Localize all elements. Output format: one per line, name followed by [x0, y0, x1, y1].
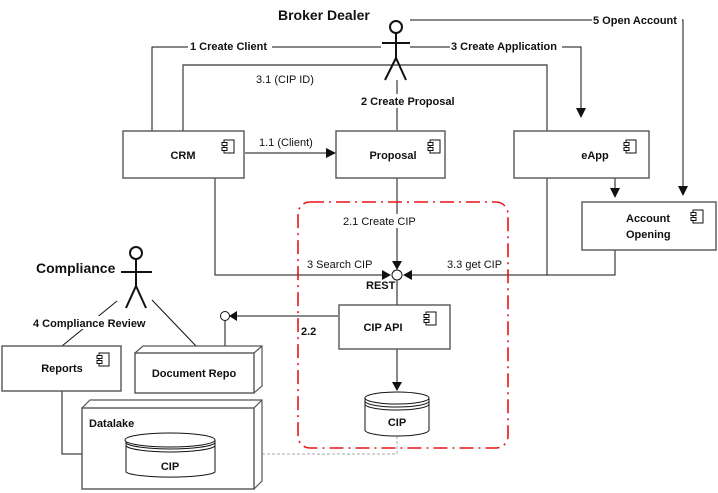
- flow-compliance-review-label: 4 Compliance Review: [33, 318, 146, 330]
- component-icon: [623, 139, 637, 154]
- component-account-opening[interactable]: Account Opening: [581, 201, 717, 251]
- actor-broker-dealer-label: Broker Dealer: [278, 7, 370, 23]
- component-icon: [427, 139, 441, 154]
- arrowhead: [678, 186, 688, 196]
- datalake-label: Datalake: [89, 418, 134, 430]
- eapp-label: eApp: [581, 150, 609, 162]
- arrowhead: [610, 188, 620, 198]
- compliance-to-docrepo-line: [151, 299, 197, 347]
- arrowhead: [576, 108, 586, 118]
- database-cip[interactable]: CIP: [364, 391, 430, 437]
- flow-create-proposal-label: 2 Create Proposal: [361, 96, 455, 108]
- account-opening-label-2: Opening: [626, 229, 671, 241]
- component-icon: [96, 352, 110, 367]
- component-proposal[interactable]: Proposal: [335, 130, 446, 179]
- flow-cip-id-label: 3.1 (CIP ID): [256, 74, 314, 86]
- component-icon: [423, 311, 437, 326]
- flow-create-cip-label: 2.1 Create CIP: [343, 216, 416, 228]
- arrowhead: [403, 270, 412, 280]
- cip-service-boundary: [297, 201, 509, 449]
- arrowhead: [392, 261, 402, 270]
- actor-broker-dealer-icon: [382, 20, 410, 81]
- flow-create-client-line: [151, 46, 381, 133]
- flow-get-cip-label: 3.3 get CIP: [447, 259, 502, 271]
- component-cip-api[interactable]: CIP API: [338, 304, 451, 350]
- arrowhead: [382, 270, 391, 280]
- proposal-label: Proposal: [369, 150, 416, 162]
- component-eapp[interactable]: eApp: [513, 130, 650, 179]
- rest-interface-icon: [391, 269, 403, 281]
- reports-label: Reports: [41, 363, 83, 375]
- flow-create-client-label: 1 Create Client: [190, 41, 267, 53]
- flow-get-cip-line-2: [412, 250, 616, 276]
- component-crm[interactable]: CRM: [122, 130, 245, 179]
- cip-db-label: CIP: [388, 417, 406, 429]
- datalake-cip-db-label: CIP: [161, 461, 179, 473]
- flow-open-account-label: 5 Open Account: [593, 15, 677, 27]
- doc-repo-interface-icon: [220, 311, 230, 321]
- flow-2-2-label: 2.2: [301, 326, 316, 338]
- rest-interface-label: REST: [366, 280, 396, 292]
- document-repo-label: Document Repo: [152, 368, 237, 380]
- db-replication-line: [227, 436, 398, 455]
- component-icon: [221, 139, 235, 154]
- arrowhead: [326, 148, 336, 158]
- flow-search-cip-line: [214, 178, 382, 276]
- crm-label: CRM: [170, 150, 195, 162]
- database-datalake-cip[interactable]: CIP: [124, 432, 216, 478]
- arrowhead: [229, 311, 237, 321]
- cip-api-label: CIP API: [363, 322, 402, 334]
- component-icon: [690, 209, 704, 224]
- node-document-repo[interactable]: Document Repo: [133, 345, 263, 394]
- flow-open-account-line: [410, 19, 684, 186]
- actor-compliance-label: Compliance: [36, 260, 116, 276]
- flow-search-cip-label: 3 Search CIP: [307, 259, 372, 271]
- flow-cip-id-line: [182, 64, 548, 133]
- flow-create-application-label: 3 Create Application: [451, 41, 557, 53]
- arrowhead: [392, 382, 402, 391]
- flow-client-label: 1.1 (Client): [259, 137, 313, 149]
- actor-compliance-icon: [121, 246, 152, 309]
- component-reports[interactable]: Reports: [1, 345, 122, 392]
- account-opening-label-1: Account: [626, 213, 670, 225]
